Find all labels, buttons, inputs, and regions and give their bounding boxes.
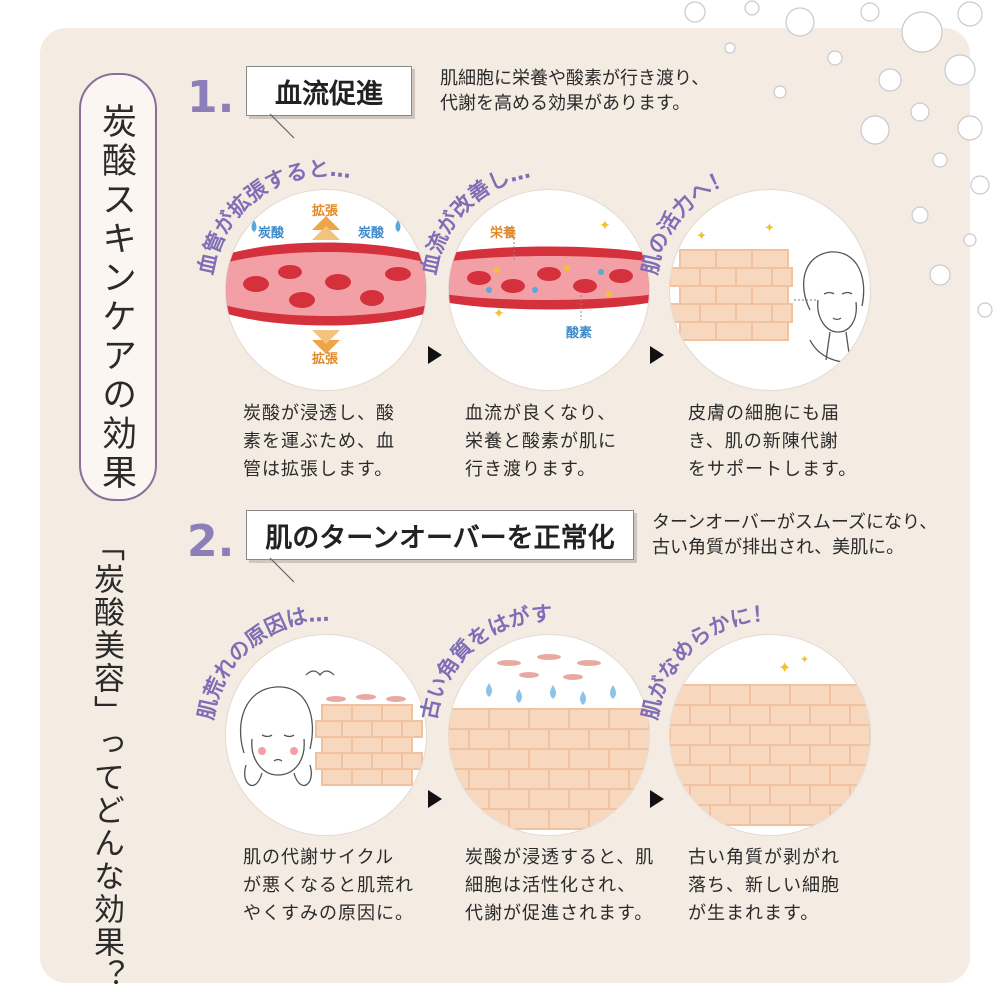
expand-arrow-up-icon bbox=[312, 216, 340, 230]
sparkle-icon: ✦ bbox=[778, 658, 791, 677]
section-2-number: 2. bbox=[187, 516, 235, 567]
step-1-1-illustration bbox=[226, 190, 426, 390]
bubble-icon bbox=[684, 1, 706, 23]
sparkle-icon: ✦ bbox=[493, 306, 505, 322]
page-title: 炭酸スキンケアの効果 bbox=[96, 103, 136, 493]
arrow-right-icon bbox=[428, 346, 442, 364]
step-1-3-caption: 皮膚の細胞にも届 き、肌の新陳代謝 をサポートします。 bbox=[688, 403, 858, 480]
water-drop-icon bbox=[251, 220, 257, 232]
label-expand-top: 拡張 bbox=[312, 204, 339, 219]
arrow-right-icon bbox=[428, 790, 442, 808]
step-2-3-illustration: ✦ ✦ bbox=[670, 635, 870, 835]
section-1-heading: 血流促進 bbox=[246, 66, 412, 116]
bubble-icon bbox=[970, 175, 990, 195]
bubble-icon bbox=[744, 0, 760, 16]
bubble-icon bbox=[860, 2, 880, 22]
step-1-2-caption: 血流が良くなり、 栄養と酸素が肌に 行き渡ります。 bbox=[465, 403, 617, 480]
step-2-2-illustration bbox=[449, 635, 649, 835]
rough-skin-cells bbox=[315, 704, 423, 786]
skin-cells bbox=[670, 249, 793, 341]
troubled-woman-illustration bbox=[239, 670, 335, 787]
title-box: 炭酸スキンケアの効果 bbox=[79, 73, 157, 501]
label-oxygen: 酸素 bbox=[566, 326, 593, 341]
section-1-pointer bbox=[269, 113, 295, 139]
sparkle-icon: ✦ bbox=[599, 218, 611, 234]
expand-arrow-down-icon bbox=[312, 340, 340, 354]
section-2-pointer bbox=[269, 557, 295, 583]
smooth-skin-cells bbox=[670, 684, 870, 826]
page-subtitle: 「炭酸美容」ってどんな効果？ bbox=[88, 530, 124, 992]
label-co2-left: 炭酸 bbox=[258, 226, 285, 241]
section-2-description: ターンオーバーがスムーズになり、 古い角質が排出され、美肌に。 bbox=[652, 512, 938, 558]
arrow-right-icon bbox=[650, 790, 664, 808]
sparkle-icon: ✦ bbox=[800, 653, 809, 666]
section-1-description: 肌細胞に栄養や酸素が行き渡り、 代謝を高める効果があります。 bbox=[440, 68, 710, 114]
step-1-3-illustration: ✦ ✦ bbox=[670, 190, 870, 390]
water-drop-icon bbox=[395, 220, 401, 232]
step-2-3-caption: 古い角質が剥がれ 落ち、新しい細胞 が生まれます。 bbox=[688, 847, 840, 924]
arrow-right-icon bbox=[650, 346, 664, 364]
section-1-number: 1. bbox=[187, 72, 235, 123]
step-1-1-caption: 炭酸が浸透し、酸 素を運ぶため、血 管は拡張します。 bbox=[243, 403, 395, 480]
step-1-2-illustration: ✦ ✦ bbox=[449, 190, 649, 390]
step-2-1-illustration bbox=[226, 635, 426, 835]
bubble-icon bbox=[957, 1, 983, 27]
bubble-icon bbox=[977, 302, 993, 318]
section-2-heading: 肌のターンオーバーを正常化 bbox=[246, 510, 634, 560]
sparkle-icon: ✦ bbox=[696, 229, 707, 244]
label-expand-bottom: 拡張 bbox=[312, 352, 339, 367]
label-nutrition: 栄養 bbox=[490, 226, 517, 241]
label-co2-right: 炭酸 bbox=[358, 226, 385, 241]
water-drop-icon bbox=[486, 683, 616, 705]
step-2-2-caption: 炭酸が浸透すると、肌 細胞は活性化され、 代謝が促進されます。 bbox=[465, 847, 655, 924]
step-2-1-caption: 肌の代謝サイクル が悪くなると肌荒れ やくすみの原因に。 bbox=[243, 847, 414, 924]
sparkle-icon: ✦ bbox=[764, 221, 775, 236]
